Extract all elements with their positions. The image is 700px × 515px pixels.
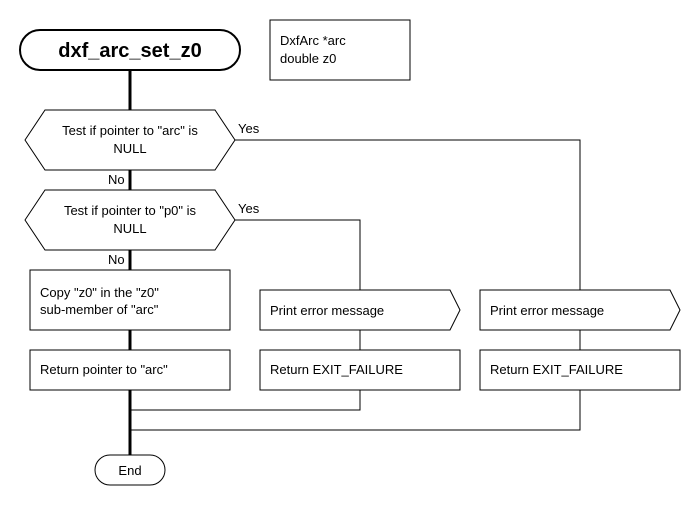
print-error-step-2: Print error message <box>479 289 681 331</box>
decision-p0-line-2: NULL <box>113 221 146 236</box>
copy-step-line-2: sub-member of "arc" <box>40 302 159 317</box>
return-failure-label-2: Return EXIT_FAILURE <box>490 362 623 377</box>
yes-label-p0: Yes <box>238 201 260 216</box>
yes-branch-arc-line <box>235 139 581 290</box>
decision-arc-line-1: Test if pointer to "arc" is <box>62 123 198 138</box>
return-failure-step-1: Return EXIT_FAILURE <box>259 349 461 391</box>
decision-arc-line-2: NULL <box>113 141 146 156</box>
print-error-label-2: Print error message <box>490 303 604 318</box>
param-z0: double z0 <box>280 51 336 66</box>
return-failure-label-1: Return EXIT_FAILURE <box>270 362 403 377</box>
decision-p0-null: Test if pointer to "p0" is NULL <box>24 189 236 251</box>
yes-branch-p0-line <box>235 219 361 290</box>
return-arc-step: Return pointer to "arc" <box>29 349 231 391</box>
parameters-box: DxfArc *arc double z0 <box>269 19 411 81</box>
copy-z0-step: Copy "z0" in the "z0" sub-member of "arc… <box>29 269 231 331</box>
end-label: End <box>118 463 141 478</box>
end-terminal: End <box>94 454 166 486</box>
decision-p0-line-1: Test if pointer to "p0" is <box>64 203 197 218</box>
merge-line-p0 <box>130 390 361 411</box>
copy-step-line-1: Copy "z0" in the "z0" <box>40 285 159 300</box>
connectors <box>128 70 581 455</box>
no-label-p0: No <box>108 252 125 267</box>
yes-label-arc: Yes <box>238 121 260 136</box>
return-arc-label: Return pointer to "arc" <box>40 362 168 377</box>
param-arc: DxfArc *arc <box>280 33 346 48</box>
print-error-label-1: Print error message <box>270 303 384 318</box>
function-title: dxf_arc_set_z0 <box>58 40 201 62</box>
return-failure-step-2: Return EXIT_FAILURE <box>479 349 681 391</box>
print-error-step-1: Print error message <box>259 289 461 331</box>
title-terminal: dxf_arc_set_z0 <box>19 29 241 71</box>
no-label-arc: No <box>108 172 125 187</box>
decision-arc-null: Test if pointer to "arc" is NULL <box>24 109 236 171</box>
merge-line-arc <box>130 390 581 431</box>
